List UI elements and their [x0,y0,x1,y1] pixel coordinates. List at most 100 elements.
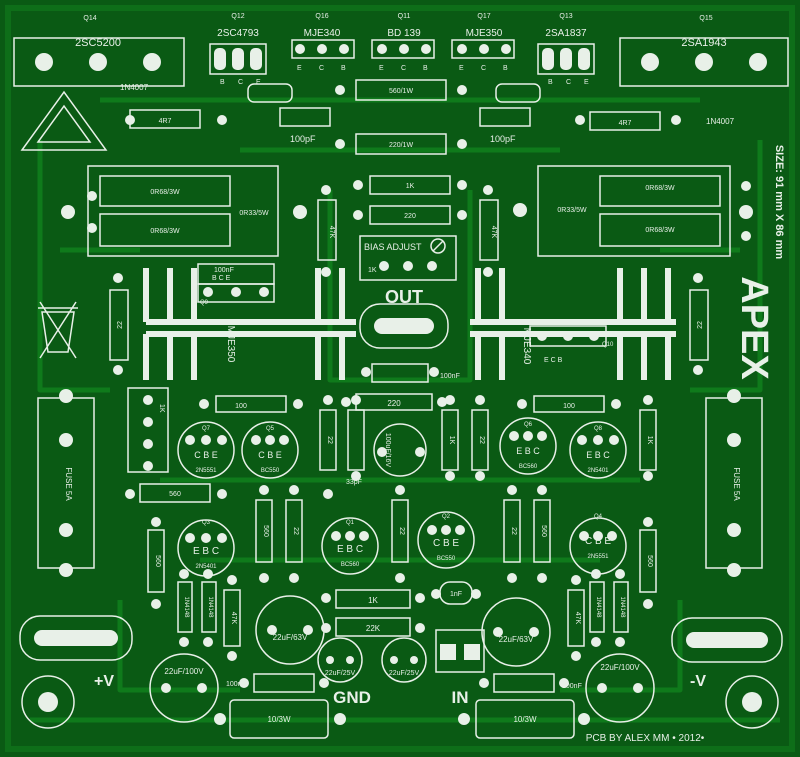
r-10-3w-right-label: 10/3W [513,715,537,724]
q11-pin-e: E [379,65,384,72]
d-1n4148-d-body [613,581,629,633]
q1-ref: Q1 [346,520,355,526]
c-22uf-63v-right-outline [481,597,551,667]
c-33pf-body [347,409,365,471]
r-22-c-body [285,499,303,563]
r-10-3w-right-body [475,699,575,739]
d-right-label: 1N4007 [706,117,735,126]
q3-part: 2N5401 [195,564,217,570]
c-22uf-100v-right-label: 22uF/100V [600,663,640,672]
r-1k-a-body [441,409,459,471]
r-0r68-tr-body [599,175,721,207]
r-47k-left-label: 47K [328,226,335,239]
q5-part: BC550 [261,468,280,474]
q10-part: MJE340 [521,328,532,365]
c-33pf-label: 33pF [346,479,362,486]
r-560-c-body [147,529,165,593]
r-22-left-label: 22 [117,321,124,329]
r-560-c-label: 560 [154,555,161,567]
q15-ref: Q15 [699,15,712,22]
q8-outline [569,421,627,479]
q9-pins: B C E [212,275,231,282]
pad-out-outline [359,303,449,349]
board-title: APEX [733,276,775,380]
r-560-1w-body [355,79,447,101]
r-22-d-body [391,499,409,563]
q17-pin-c: C [481,65,486,72]
minus-v-label: -V [690,673,706,690]
q2-outline [417,511,475,569]
q16-pin-e: E [297,65,302,72]
r-4r7-right-body [589,111,661,131]
c-22uf-25v-b-outline [381,637,427,683]
r-0r68-br-label: 0R68/3W [645,227,675,234]
board-border-trace [5,5,795,752]
r-10-3w-left-body [229,699,329,739]
r-1k-b-body [639,409,657,471]
q12-pin-e: E [256,79,261,86]
bias-pot-outline [359,235,457,281]
in-connector-outline [435,629,485,673]
r-22-b-body [471,409,489,471]
r-47k-left-body [317,199,337,261]
q17-pin-e: E [459,65,464,72]
r-22-right-body [689,289,709,361]
r-10-3w-left-label: 10/3W [267,715,291,724]
q6-pins: E B C [516,446,540,456]
r-47k-ll-body [223,589,241,647]
r-220-mid-body [369,205,451,225]
c-100nf-br-label: 100nF [562,683,582,690]
q8-part: 2N5401 [587,468,609,474]
r-220-mid-label: 220 [404,213,416,220]
c-100nf-bl-body [253,673,315,693]
q6-part: BC560 [519,464,538,470]
q11-pin-b: B [423,65,428,72]
q7-part: 2N5551 [195,468,217,474]
q10-ref: Q10 [602,342,614,348]
r-560-left-label: 560 [169,491,181,498]
q16-pin-b: B [341,65,346,72]
q16-ref: Q16 [315,13,328,20]
q12-outline [209,43,267,75]
q13-ref: Q13 [559,13,572,20]
r-22-c-label: 22 [292,527,299,535]
c-22uf-63v-left-label: 22uF/63V [273,633,308,642]
q11-part: BD 139 [387,28,421,39]
c-right-top-body [495,83,541,103]
q3-ref: Q3 [202,520,211,526]
r-0r68-bl-body [99,213,231,247]
r-22k-label: 22K [366,624,381,633]
q14-outline [13,37,185,87]
heatsink-left [143,268,356,380]
q17-outline [451,39,515,59]
c-100uf-16v-outline [373,423,427,477]
d-left-label: 1N4007 [120,83,149,92]
d-1n4148-a-label: 1N4148 [183,596,189,618]
r-220-1w-body [355,133,447,155]
q15-outline [619,37,789,87]
c-100nf-bl-label: 100nF [226,681,246,688]
c-100uf-16v-label: 100uF/16V [384,433,391,468]
q13-outline [537,43,595,75]
r-22-b-label: 22 [478,436,485,444]
c-100pf-right-label: 100pF [490,134,516,144]
r-100-left-label: 100 [235,403,247,410]
c-22uf-25v-b-label: 22uF/25V [389,670,420,677]
r-47k-lr-body [567,589,585,647]
r-560-1w-label: 560/1W [389,88,414,95]
r-1k-top-label: 1K [406,183,415,190]
q7-pins: C B E [194,450,218,460]
c-22uf-25v-a-label: 22uF/25V [325,670,356,677]
q14-ref: Q14 [83,15,96,22]
q10-pins: E C B [544,357,563,364]
c-100pf-left-label: 100pF [290,134,316,144]
c-22uf-100v-left-outline [149,653,219,723]
r-100-right-label: 100 [563,403,575,410]
q4-ref: Q4 [594,514,603,520]
q13-part: 2SA1837 [545,28,587,39]
q12-pin-c: C [238,79,243,86]
r-1k-a-label: 1K [448,436,455,445]
r-560-b-label: 560 [540,525,547,537]
r-block-left [87,165,279,257]
c-100nf-top-label: 100nF [214,267,234,274]
